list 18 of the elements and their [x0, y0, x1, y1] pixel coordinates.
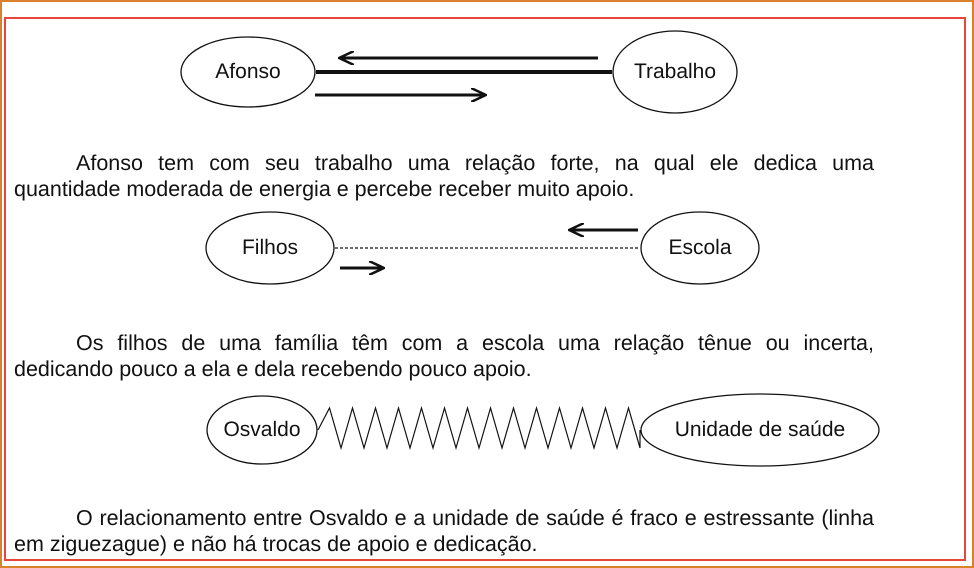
caption-paragraph: O relacionamento entre Osvaldo e a unidade de saúde é fraco e estressante (linha em ziguezague) e não há trocas de apoio e dedicação. — [14, 505, 874, 557]
caption-paragraph: Afonso tem com seu trabalho uma relação forte, na qual ele dedica uma quantidade moderada de energia e percebe receber muito apoio. — [14, 150, 874, 202]
node-label: Filhos — [242, 236, 298, 260]
ellipse-node — [612, 30, 738, 114]
node-label: Escola — [668, 236, 732, 260]
ellipse-node — [206, 395, 318, 465]
ellipse-node — [180, 36, 316, 108]
caption-paragraph: Os filhos de uma família têm com a escola uma relação tênue ou incerta, dedicando pouco a ela e dela recebendo pouco apoio. — [14, 330, 874, 382]
node-label: Osvaldo — [223, 418, 301, 442]
node-label: Unidade de saúde — [674, 418, 846, 442]
node-label: Trabalho — [634, 60, 716, 84]
ellipse-node — [640, 393, 880, 467]
ellipse-node — [640, 211, 760, 285]
node-label: Afonso — [215, 60, 281, 84]
thick-line — [316, 70, 612, 74]
ellipse-node — [205, 211, 335, 285]
zigzag-line — [317, 406, 641, 450]
dashed-line — [335, 247, 640, 249]
